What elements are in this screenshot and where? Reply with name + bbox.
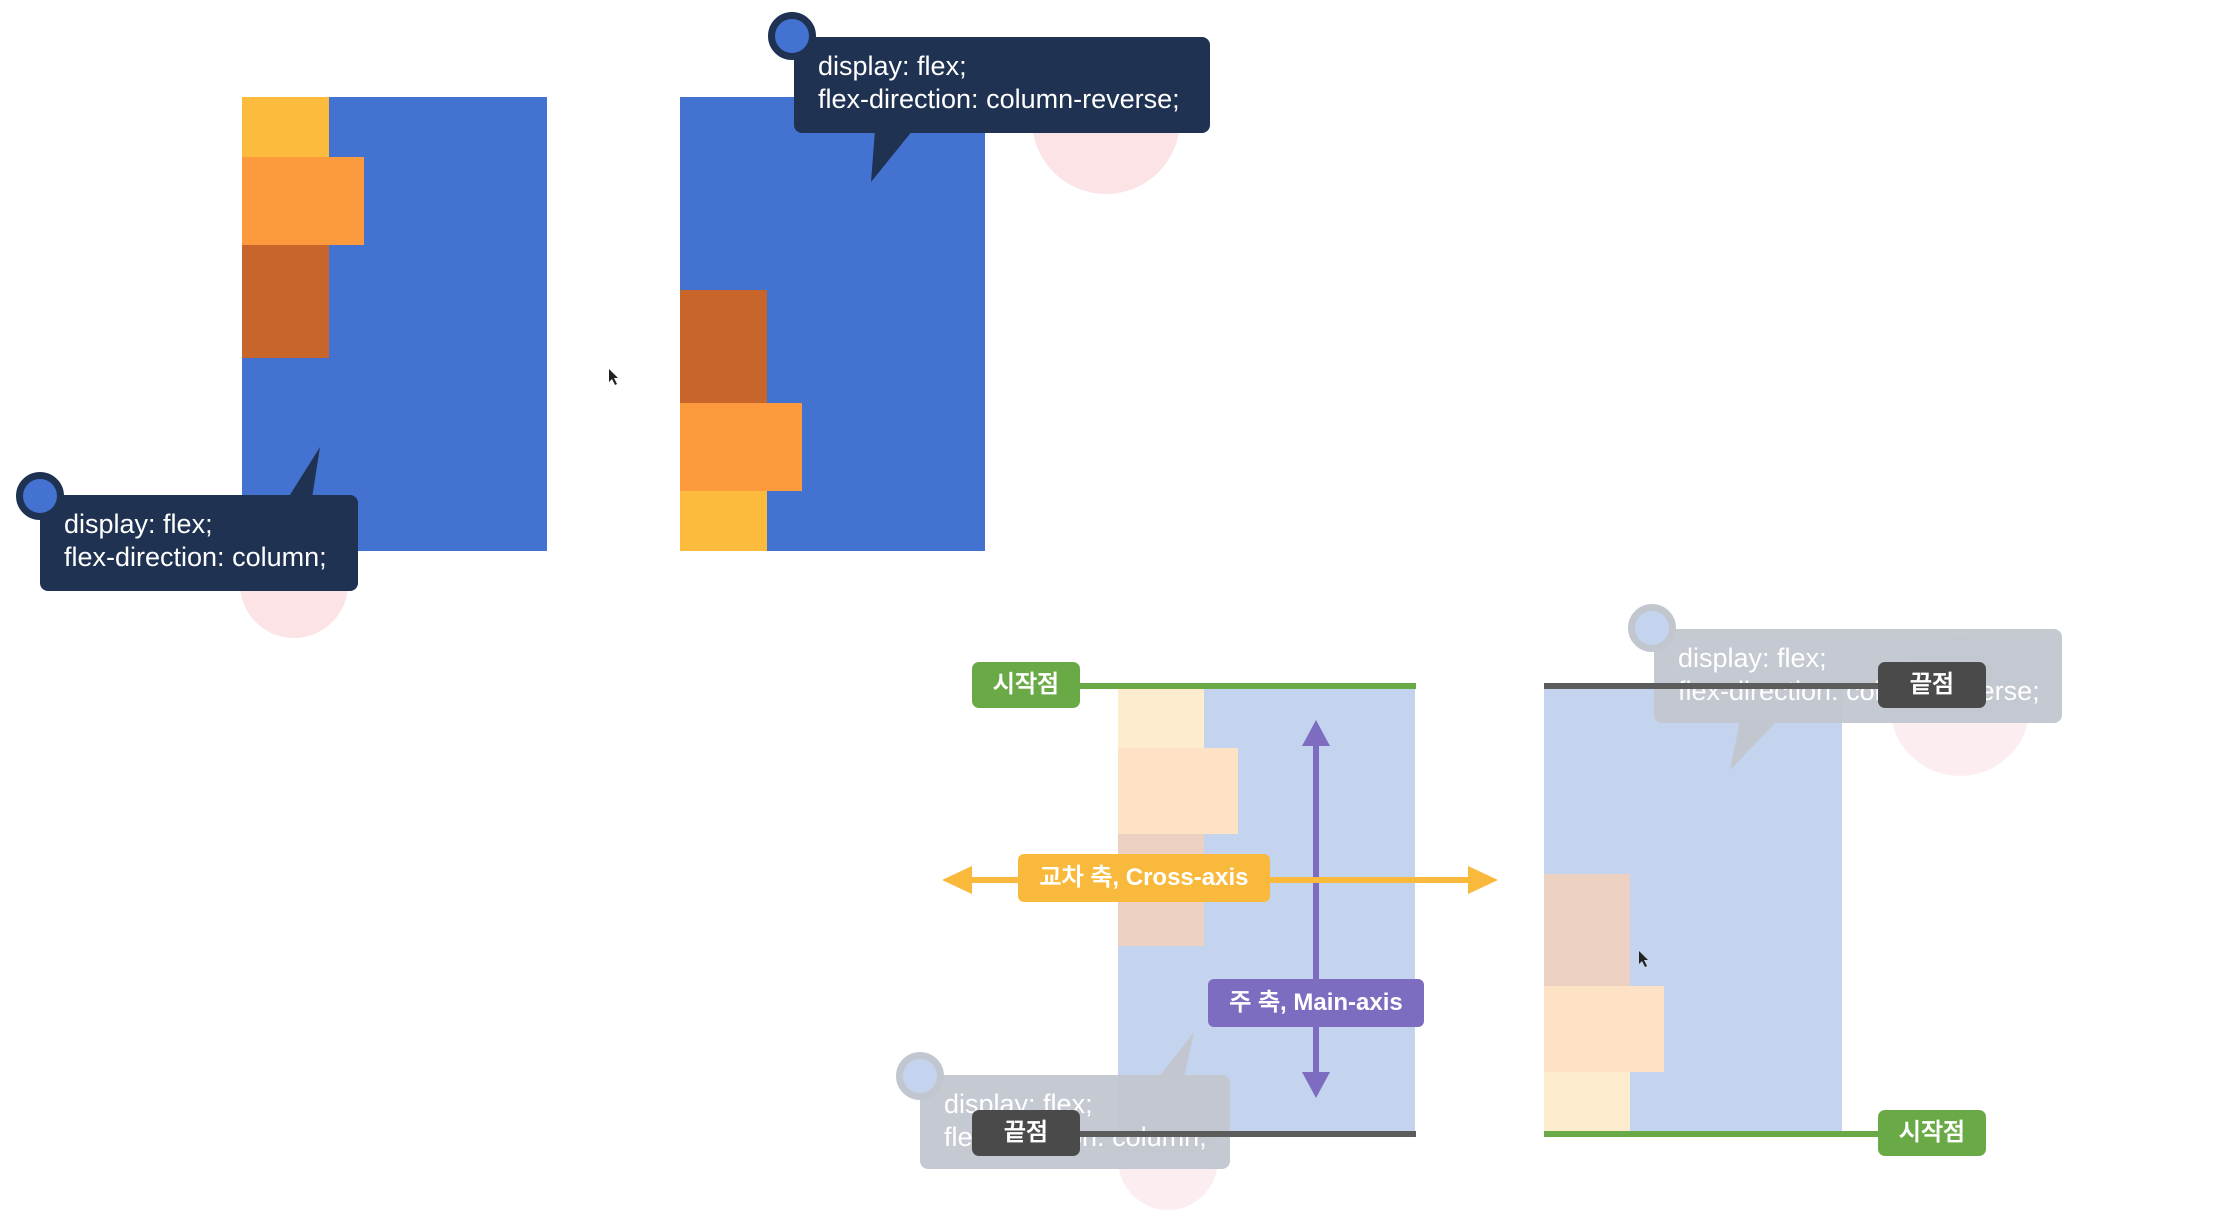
flex-item-3 xyxy=(1544,874,1630,986)
flex-item-1 xyxy=(680,491,767,551)
flex-item-3 xyxy=(680,290,767,403)
flex-item-1 xyxy=(242,97,329,157)
start-badge: 시작점 xyxy=(1878,1110,1986,1156)
tooltip-line-display: display: flex; xyxy=(1678,643,1827,673)
start-line xyxy=(1544,1131,1896,1137)
end-line xyxy=(1544,683,1896,689)
tooltip-pin xyxy=(1628,604,1676,652)
flex-item-2 xyxy=(680,403,802,491)
flex-item-2 xyxy=(242,157,364,245)
cross-axis-label: 교차 축, Cross-axis xyxy=(1018,854,1270,902)
tooltip-column-reverse-faded: display: flex; flex-direction: column-re… xyxy=(1654,629,2062,723)
cursor-icon xyxy=(609,369,618,385)
tooltip-line-display: display: flex; xyxy=(64,509,213,539)
main-axis-arrow xyxy=(1302,720,1330,1098)
end-badge: 끝점 xyxy=(1878,662,1986,708)
tooltip-line-direction: flex-direction: column; xyxy=(64,542,327,572)
flex-item-3 xyxy=(242,245,329,358)
tooltip-line-direction: flex-direction: column-reverse; xyxy=(818,84,1180,114)
tooltip-pointer xyxy=(1730,720,1778,770)
flex-item-2 xyxy=(1118,748,1238,834)
tooltip-pointer xyxy=(288,447,320,498)
tooltip-line-display: display: flex; xyxy=(818,51,967,81)
tooltip-pin xyxy=(16,472,64,520)
tooltip-pin xyxy=(896,1052,944,1100)
main-axis-label: 주 축, Main-axis xyxy=(1208,979,1424,1027)
start-badge: 시작점 xyxy=(972,662,1080,708)
flex-item-1 xyxy=(1118,686,1204,748)
end-line xyxy=(1060,1131,1416,1137)
tooltip-column: display: flex; flex-direction: column; xyxy=(40,495,358,591)
start-line xyxy=(1080,683,1416,689)
flex-item-2 xyxy=(1544,986,1664,1072)
tooltip-pin xyxy=(768,12,816,60)
tooltip-pointer xyxy=(871,130,913,182)
tooltip-column-reverse: display: flex; flex-direction: column-re… xyxy=(794,37,1210,133)
end-badge: 끝점 xyxy=(972,1110,1080,1156)
flex-item-1 xyxy=(1544,1072,1630,1134)
cursor-icon xyxy=(1639,951,1648,967)
tooltip-pointer xyxy=(1158,1032,1194,1078)
